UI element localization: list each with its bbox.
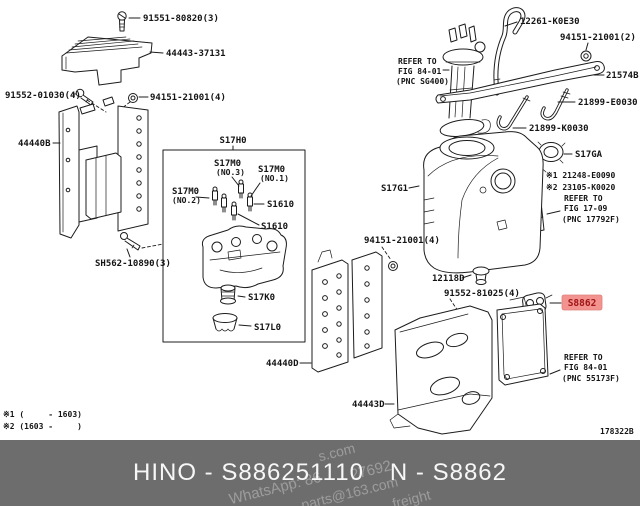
exploded-parts-diagram: 91551-80820(3) 44443-37131 91552-01030(4… — [3, 7, 639, 436]
part-label-S1610-b: S1610 — [261, 222, 288, 232]
bolt-icon — [117, 11, 141, 32]
part-label-S17K0: S17K0 — [248, 293, 275, 303]
part-label-91552-01030: 91552-01030(4) — [5, 91, 81, 101]
part-label-21899-E0030: 21899-E0030 — [578, 98, 638, 108]
refer-text-sg400-1: REFER TO — [398, 57, 437, 66]
part-label-21899-K0030: 21899-K0030 — [529, 124, 589, 134]
part-label-S8862[interactable]: S8862 — [568, 298, 597, 309]
nut-icon — [580, 42, 592, 62]
refer-text-sg400-2: FIG 84-01 — [398, 67, 442, 76]
support-plate-drawing — [299, 249, 383, 373]
part-label-44440B: 44440B — [18, 139, 51, 149]
part-label-S17M0-no3: S17M0 — [214, 159, 241, 169]
j-bolt-icon — [496, 95, 531, 131]
refer-text-55173-3: (PNC 55173F) — [562, 374, 620, 383]
watermark-fragment: freight — [390, 486, 433, 506]
part-label-S1610-a: S1610 — [267, 200, 294, 210]
part-sublabel-no3: (NO.3) — [216, 168, 245, 177]
part-label-91552-81025: 91552-81025(4) — [444, 289, 520, 299]
fuel-tank-drawing — [408, 131, 544, 274]
refer-text-sg400-3: (PNC SG400) — [396, 77, 449, 86]
part-sublabel-no1: (NO.1) — [260, 174, 289, 183]
footer-part-code: N - S8862 — [389, 459, 507, 486]
nut-icon — [381, 246, 398, 271]
footnote-1: ※1 ( - 1603) — [3, 410, 82, 419]
pedestal-bracket-drawing — [384, 305, 493, 435]
refer-text-1709-2: FIG 17-09 — [564, 204, 608, 213]
refer-text-55173-1: REFER TO — [564, 353, 603, 362]
leader-line — [195, 196, 210, 199]
part-label-S17G1: S17G1 — [381, 184, 408, 194]
refer-text-1709-1: REFER TO — [564, 194, 603, 203]
highlighted-part-callout[interactable]: S8862 — [561, 294, 603, 311]
part-label-91551-80820: 91551-80820(3) — [143, 14, 219, 24]
mount-bracket-drawing — [52, 96, 149, 239]
footer-part-number: HINO - S886251110 — [133, 459, 364, 486]
part-label-S17GA: S17GA — [575, 150, 603, 160]
part-label-S17H0: S17H0 — [219, 136, 246, 146]
bolt-icon — [120, 232, 164, 258]
refer-text-1709-3: (PNC 17792F) — [562, 215, 620, 224]
diagram-id: 178322B — [600, 427, 634, 436]
j-bolt-icon — [540, 88, 576, 121]
footnote-2: ※2 (1603 - ) — [3, 422, 82, 431]
valve-part-drawing — [220, 284, 246, 305]
part-label-94151-21001-2: 94151-21001(2) — [560, 33, 636, 43]
hose-drawing — [493, 7, 526, 96]
part-label-21574B: 21574B — [606, 71, 639, 81]
plug-icon — [461, 266, 490, 285]
fuel-sender-drawing — [439, 23, 491, 137]
part-sublabel-no2: (NO.2) — [172, 196, 201, 205]
sensor-icons — [212, 179, 253, 221]
refer-text-55173-2: FIG 84-01 — [564, 363, 608, 372]
part-label-23105: ※2 23105-K0020 — [546, 183, 616, 192]
part-label-44443-37131: 44443-37131 — [166, 49, 226, 59]
part-label-44440D: 44440D — [266, 359, 299, 369]
part-label-12118D: 12118D — [432, 274, 465, 284]
leader-line — [231, 176, 240, 187]
part-label-94151-21001-4: 94151-21001(4) — [150, 93, 226, 103]
part-label-S17M0-no2: S17M0 — [172, 187, 199, 197]
part-label-44443D: 44443D — [352, 400, 385, 410]
strap-bracket-drawing — [435, 61, 605, 104]
part-label-SH562-10890: SH562-10890(3) — [95, 259, 171, 269]
finned-cover-drawing — [61, 36, 164, 86]
leader-line — [237, 213, 260, 226]
footer-bar: HINO - S886251110 N - S8862 s.com 27692 … — [0, 440, 640, 506]
part-label-21248: ※1 21248-E0090 — [546, 171, 616, 180]
bolt-icon — [72, 88, 107, 113]
part-label-S17L0: S17L0 — [254, 323, 281, 333]
valve-body-drawing — [201, 225, 287, 289]
part-label-S17M0-no1: S17M0 — [258, 165, 285, 175]
ecu-plate-drawing — [496, 296, 561, 386]
group-box — [162, 145, 306, 343]
knob-drawing — [212, 313, 252, 332]
part-label-94151-21001-4b: 94151-21001(4) — [364, 236, 440, 246]
part-label-12261: 12261-K0E30 — [520, 17, 580, 27]
leader-line — [250, 182, 261, 197]
